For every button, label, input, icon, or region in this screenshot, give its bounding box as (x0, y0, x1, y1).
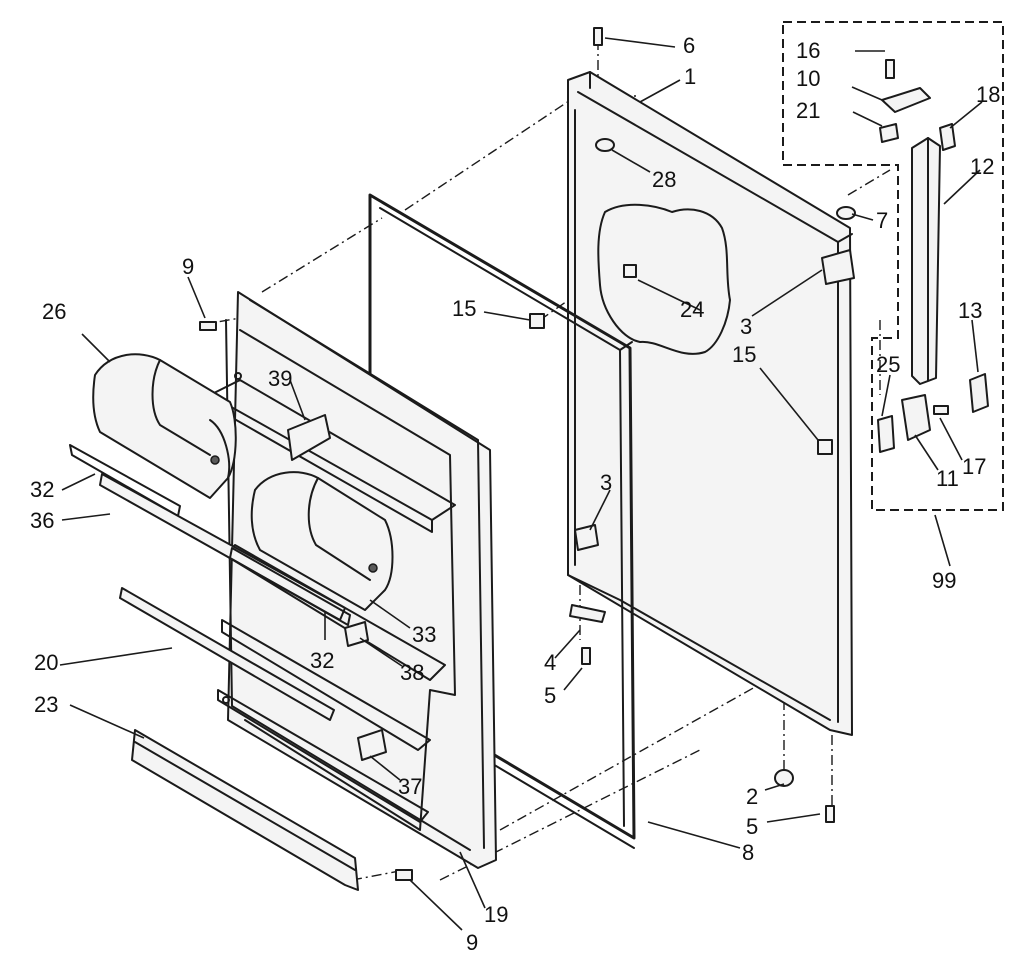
outer-door-panel (567, 71, 853, 736)
handle-kit-box (782, 21, 1004, 511)
callout-38: 38 (400, 660, 424, 685)
callout-32-center: 32 (310, 648, 334, 673)
callout-3-upper: 3 (740, 314, 752, 339)
callout-5-center: 5 (544, 683, 556, 708)
callout-7: 7 (876, 208, 888, 233)
callout-8: 8 (742, 840, 754, 865)
callout-19: 19 (484, 902, 508, 927)
callout-25: 25 (876, 352, 900, 377)
callout-13: 13 (958, 298, 982, 323)
callout-28: 28 (652, 167, 676, 192)
callout-21: 21 (796, 98, 820, 123)
leader-lines (59, 37, 983, 931)
callout-labels: 6 1 16 10 18 21 12 28 7 24 9 26 15 3 15 … (30, 33, 1000, 955)
callout-1: 1 (684, 64, 696, 89)
callout-9-bottom: 9 (466, 930, 478, 955)
callout-37: 37 (398, 774, 422, 799)
callout-3-lower: 3 (600, 470, 612, 495)
callout-15-right: 15 (732, 342, 756, 367)
callout-23: 23 (34, 692, 58, 717)
callout-6: 6 (683, 33, 695, 58)
callout-39: 39 (268, 366, 292, 391)
callout-99: 99 (932, 568, 956, 593)
callout-26: 26 (42, 299, 66, 324)
callout-33: 33 (412, 622, 436, 647)
callout-2: 2 (746, 784, 758, 809)
shelf-bars (69, 444, 359, 891)
dairy-bin-center (250, 471, 394, 611)
insulation-cutaway (597, 203, 731, 355)
callout-36: 36 (30, 508, 54, 533)
callout-11: 11 (936, 466, 959, 491)
callout-20: 20 (34, 650, 58, 675)
callout-15-left: 15 (452, 296, 476, 321)
callout-9-top: 9 (182, 254, 194, 279)
callout-24: 24 (680, 297, 704, 322)
callout-10: 10 (796, 66, 820, 91)
dairy-bin-left (92, 353, 237, 499)
callout-32-left: 32 (30, 477, 54, 502)
small-hardware (199, 27, 949, 881)
callout-17: 17 (962, 454, 986, 479)
callout-18: 18 (976, 82, 1000, 107)
callout-12: 12 (970, 154, 994, 179)
callout-16: 16 (796, 38, 820, 63)
callout-4: 4 (544, 650, 556, 675)
callout-5-right: 5 (746, 814, 758, 839)
